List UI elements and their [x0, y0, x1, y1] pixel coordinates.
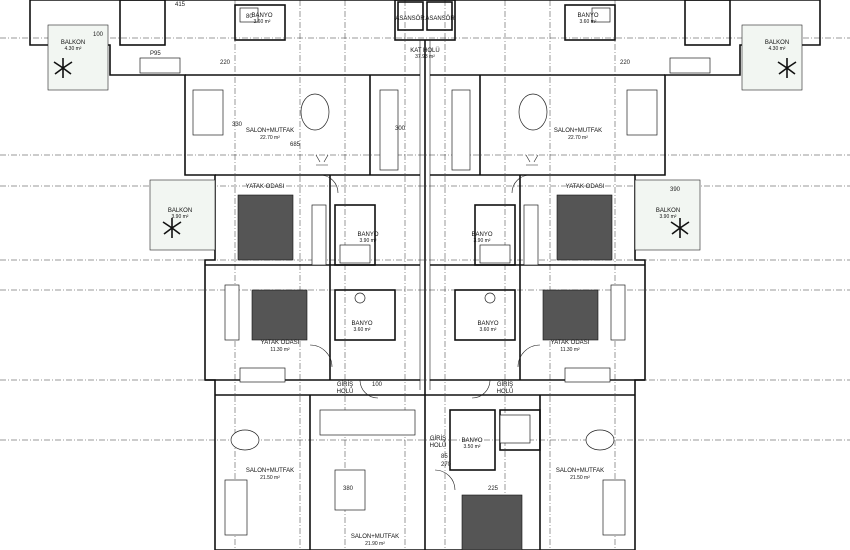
- room-label: SALON+MUTFAK: [556, 468, 604, 474]
- plant-icon: [670, 218, 690, 238]
- room-label: YATAK ODASI: [261, 340, 300, 346]
- dimension-text: 330: [232, 122, 243, 128]
- dimension-text: 380: [343, 486, 354, 492]
- dimension-text: 225: [488, 486, 499, 492]
- room-area: 3.60 m²: [580, 19, 597, 25]
- room-label: YATAK ODASI: [246, 184, 285, 190]
- room-label: GİRİŞ: [497, 381, 513, 388]
- plant-icon: [53, 58, 73, 78]
- dimension-text: 80: [246, 14, 253, 20]
- room-area: 3.50 m²: [464, 444, 481, 450]
- room-label: SALON+MUTFAK: [351, 534, 399, 540]
- room-area: 3.90 m²: [172, 214, 189, 220]
- room-area: 21.50 m²: [260, 475, 280, 481]
- room-label: BALKON: [765, 40, 789, 46]
- dimension-text: 390: [670, 187, 681, 193]
- room-label: YATAK ODASI: [551, 340, 590, 346]
- room-label: BALKON: [61, 40, 85, 46]
- room-label: HOLÜ: [497, 388, 514, 395]
- room-area: 21.50 m²: [570, 475, 590, 481]
- room-area: 4.30 m²: [65, 46, 82, 52]
- dimension-text: 220: [620, 60, 631, 66]
- dimension-text: P95: [150, 51, 161, 57]
- room-label: KAT HOLÜ: [410, 47, 439, 54]
- room-area: 37.93 m²: [415, 54, 435, 60]
- room-area: 3.90 m²: [474, 238, 491, 244]
- room-label: BANYO: [251, 13, 272, 19]
- room-area: 3.60 m²: [354, 327, 371, 333]
- dimension-text: 100: [93, 32, 104, 38]
- plant-icon: [777, 58, 797, 78]
- room-label: BANYO: [477, 321, 498, 327]
- room-area: 3.90 m²: [360, 238, 377, 244]
- room-label: BANYO: [461, 438, 482, 444]
- room-area: 21.90 m²: [365, 541, 385, 547]
- room-area: 22.70 m²: [568, 135, 588, 141]
- room-label: GİRİŞ: [430, 435, 446, 442]
- room-label: BANYO: [357, 232, 378, 238]
- room-area: 4.30 m²: [769, 46, 786, 52]
- elevator-label: ASANSÖR: [425, 15, 455, 22]
- elevator-label: ASANSÖR: [395, 15, 425, 22]
- room-label: BANYO: [471, 232, 492, 238]
- room-label: HOLÜ: [337, 388, 354, 395]
- room-label: GİRİŞ: [337, 381, 353, 388]
- dimension-text: 220: [220, 60, 231, 66]
- room-area: 22.70 m²: [260, 135, 280, 141]
- dimension-text: 270: [441, 462, 452, 468]
- balconies: [47, 24, 803, 251]
- dimension-text: 100: [372, 382, 383, 388]
- furniture: [139, 7, 711, 550]
- room-area: 11.30 m²: [270, 347, 290, 353]
- room-label: YATAK ODASI: [566, 184, 605, 190]
- room-label: HOLÜ: [430, 442, 447, 449]
- room-label: BANYO: [351, 321, 372, 327]
- dimension-text: 300: [395, 126, 406, 132]
- room-label: BALKON: [168, 208, 192, 214]
- plant-icon: [162, 218, 182, 238]
- room-labels: BANYO 3.60 m² BANYO 3.60 m² ASANSÖR ASAN…: [61, 13, 789, 547]
- dimension-text: 415: [175, 2, 186, 8]
- dimension-text: 685: [290, 142, 301, 148]
- room-label: SALON+MUTFAK: [246, 468, 294, 474]
- room-area: 11.30 m²: [560, 347, 580, 353]
- building-walls: [29, 0, 821, 550]
- room-label: BALKON: [656, 208, 680, 214]
- dimension-text: 85: [441, 454, 448, 460]
- room-area: 3.90 m²: [660, 214, 677, 220]
- room-area: 3.60 m²: [254, 19, 271, 25]
- room-label: SALON+MUTFAK: [246, 128, 294, 134]
- room-label: SALON+MUTFAK: [554, 128, 602, 134]
- room-area: 3.60 m²: [480, 327, 497, 333]
- dimension-labels: 415 220 80 100 220 685 390 330 300 225 8…: [93, 2, 681, 492]
- room-label: BANYO: [577, 13, 598, 19]
